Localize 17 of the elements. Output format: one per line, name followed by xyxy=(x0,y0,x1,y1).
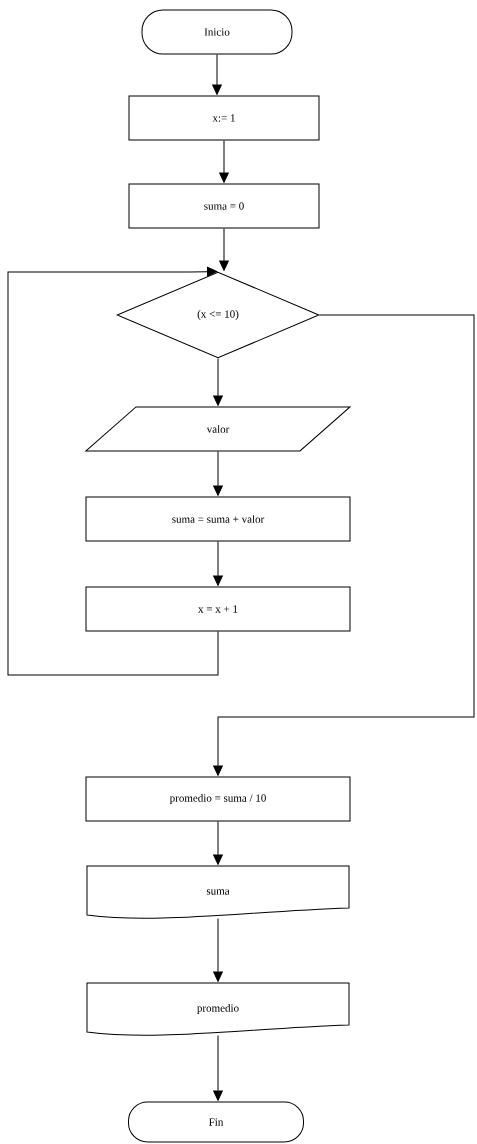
process-box: suma = suma + valor xyxy=(85,496,351,542)
process-box: suma = 0 xyxy=(128,183,320,229)
arrow xyxy=(212,54,222,95)
arrow xyxy=(213,821,223,865)
arrow xyxy=(213,451,223,496)
arrow xyxy=(213,314,475,776)
arrow xyxy=(219,228,229,271)
arrow xyxy=(7,266,219,676)
arrow xyxy=(213,541,223,586)
arrow xyxy=(213,918,223,982)
process-box: promedio = suma / 10 xyxy=(85,776,351,822)
arrow xyxy=(213,358,223,406)
process-box: x = x + 1 xyxy=(85,586,351,632)
input-parallelogram: valor xyxy=(85,406,351,452)
arrow xyxy=(219,140,229,183)
process-box: x:= 1 xyxy=(128,95,320,141)
arrow xyxy=(213,1035,223,1101)
